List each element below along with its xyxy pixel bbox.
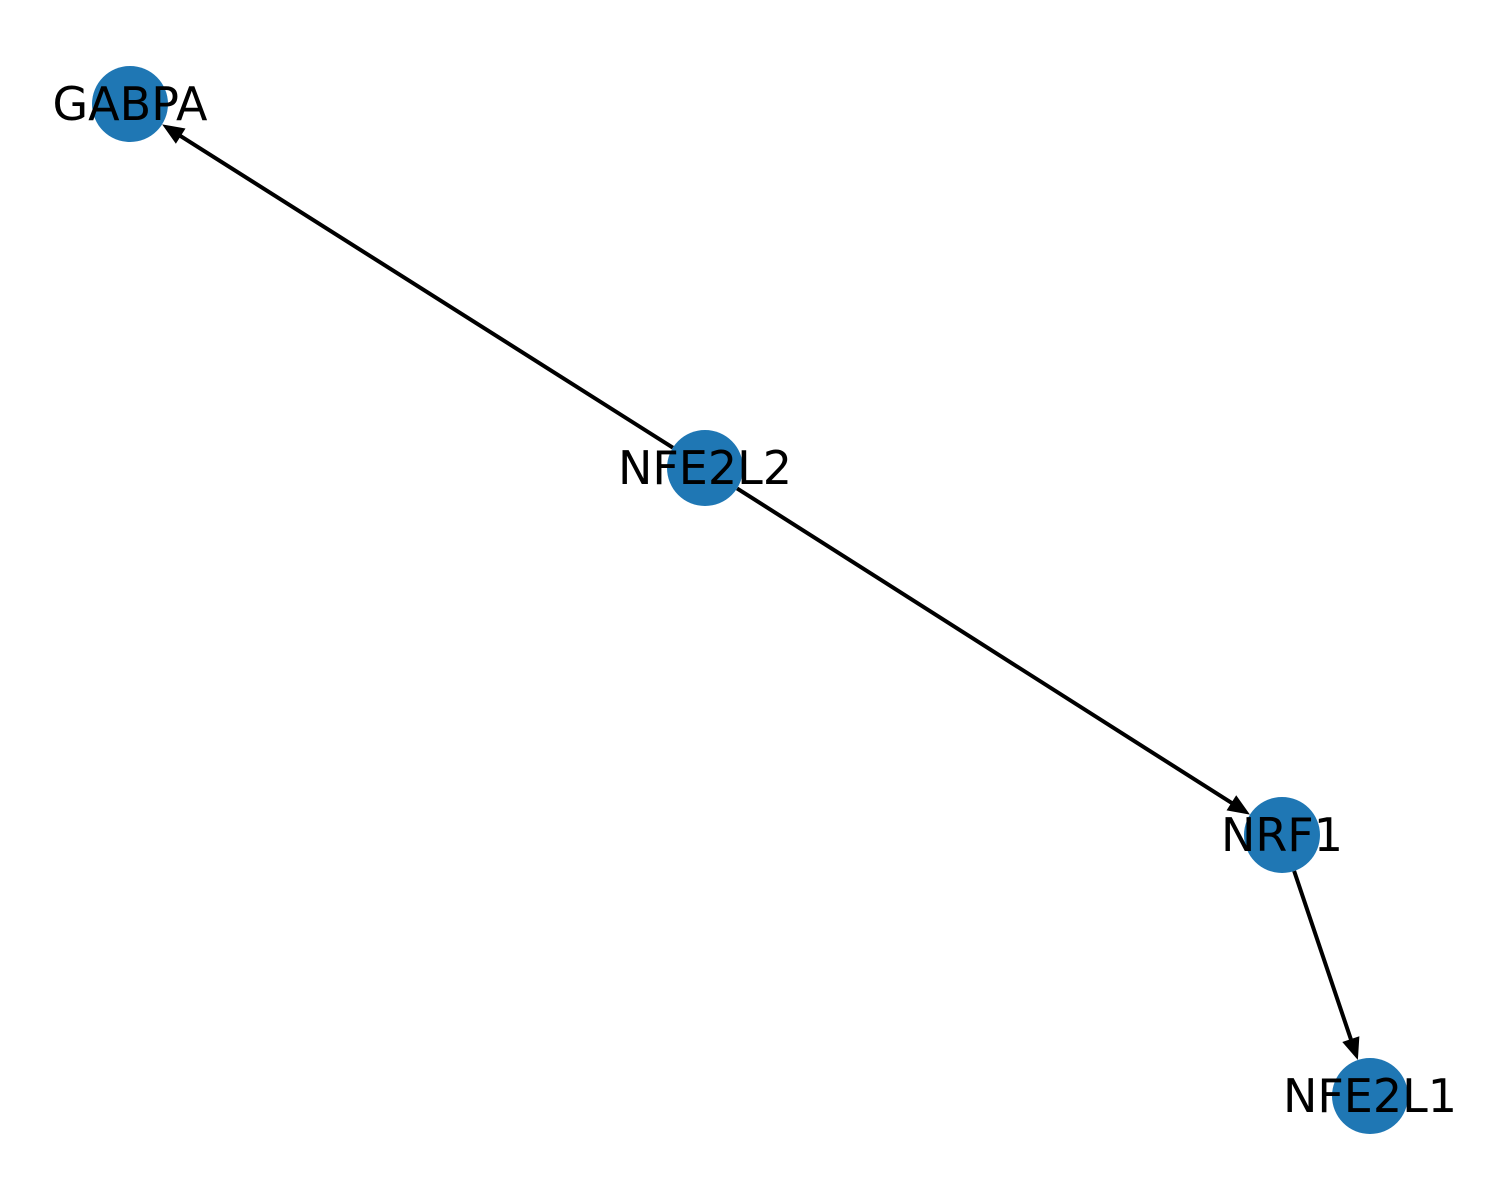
node-nfe2l1 (1332, 1058, 1408, 1134)
node-nrf1 (1244, 797, 1320, 873)
edge-nfe2l2-to-nrf1 (735, 486, 1235, 806)
arrowhead-gabpa (162, 124, 186, 144)
node-nfe2l2 (667, 430, 743, 506)
arrowhead-nrf1 (1226, 795, 1250, 815)
node-gabpa (92, 66, 168, 142)
node-label-nfe2l1: NFE2L1 (1283, 1069, 1457, 1123)
node-label-gabpa: GABPA (53, 77, 208, 131)
arrowhead-nfe2l1 (1342, 1036, 1360, 1060)
nodes-layer (92, 66, 1408, 1134)
node-label-nrf1: NRF1 (1221, 808, 1343, 862)
node-label-nfe2l2: NFE2L2 (618, 441, 792, 495)
edge-nfe2l2-to-gabpa (177, 133, 674, 450)
edge-nrf1-to-nfe2l1 (1292, 870, 1354, 1042)
edges-layer (162, 124, 1360, 1060)
